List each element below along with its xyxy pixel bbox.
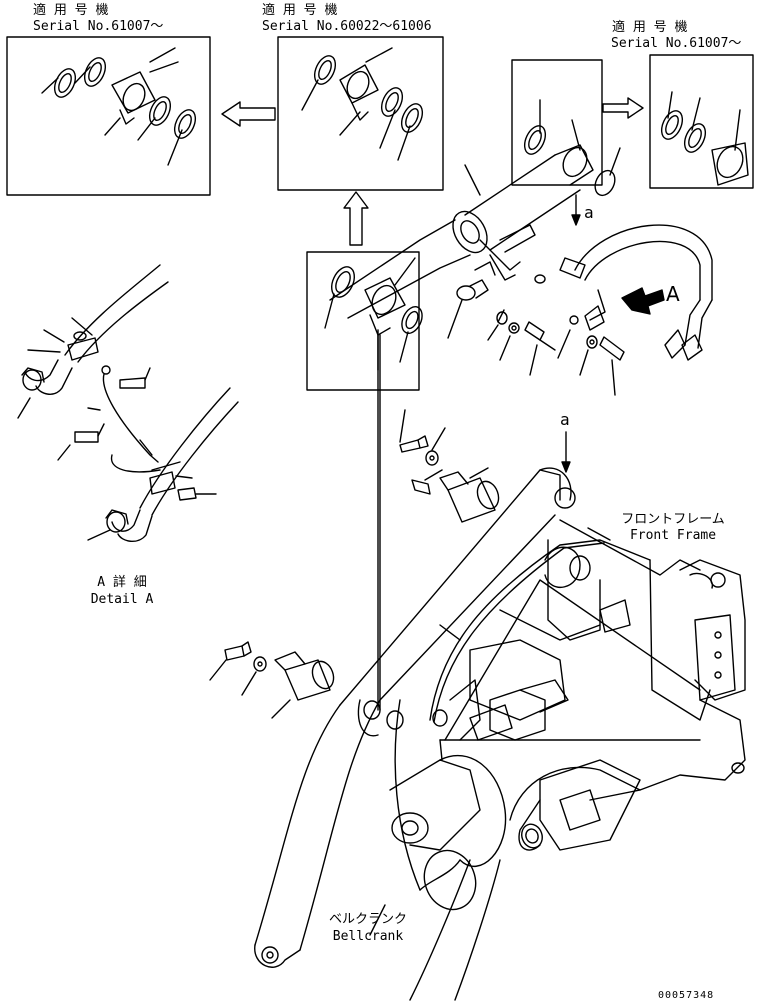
front-frame-en-label: Front Frame	[629, 528, 717, 543]
drawing-number: 00057348	[658, 990, 715, 1001]
callout-middle-jp-label: 適 用 号 機	[262, 3, 338, 18]
cylinder-assembly	[329, 59, 625, 396]
callout-right-jp-label: 適 用 号 機	[612, 20, 688, 35]
section-marker-a-upper: a	[584, 203, 594, 222]
bellcrank-jp-label: ベルクランク	[328, 912, 407, 927]
callout-left-serial-label: Serial No.61007〜	[33, 19, 164, 34]
front-frame-drawing	[209, 409, 746, 1001]
pin-callout-box	[306, 251, 423, 391]
callout-box-right	[649, 54, 754, 189]
view-marker-a: A	[666, 282, 680, 306]
callout-box-middle	[277, 36, 444, 191]
callout-box-left	[6, 36, 211, 196]
detail-a-drawing	[17, 264, 239, 542]
front-frame-jp-label: フロントフレーム	[621, 512, 725, 527]
callout-arrows	[221, 97, 644, 246]
bellcrank-en-label: Bellcrank	[332, 929, 404, 944]
callout-middle-serial-label: Serial No.60022〜61006	[262, 19, 432, 34]
callout-left-jp-label: 適 用 号 機	[33, 3, 109, 18]
callout-right-serial-label: Serial No.61007〜	[611, 36, 742, 51]
section-marker-a-lower: a	[560, 410, 570, 429]
hose-assembly	[559, 224, 713, 361]
detail-a-jp-label: A 詳 細	[97, 575, 147, 590]
detail-a-en-label: Detail A	[90, 592, 154, 607]
